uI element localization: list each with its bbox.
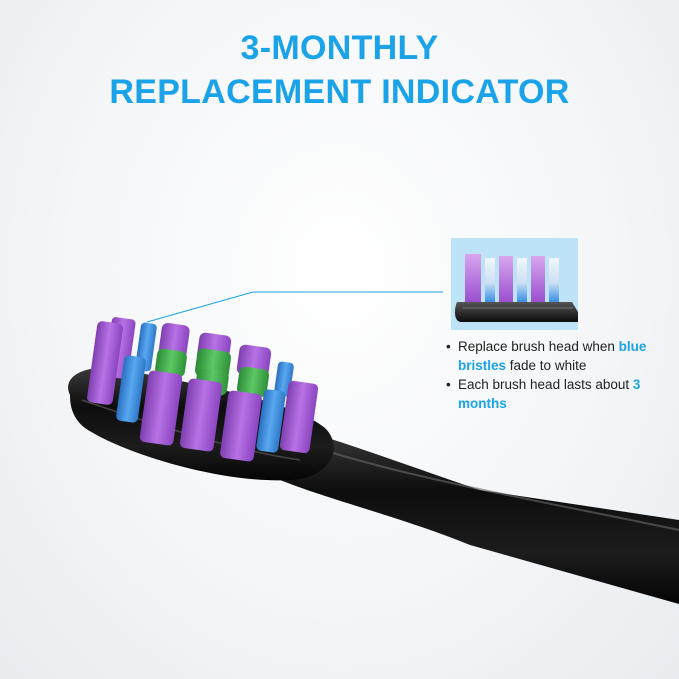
note-highlight: blue bristles xyxy=(458,339,647,373)
headline: 3-MONTHLY REPLACEMENT INDICATOR xyxy=(0,26,679,114)
bristle-detail-illustration xyxy=(454,254,578,322)
headline-line-2: REPLACEMENT INDICATOR xyxy=(109,73,570,111)
note-text: Each brush head lasts about xyxy=(458,377,633,392)
note-fade: Replace brush head when blue bristles fa… xyxy=(446,337,666,375)
note-lifespan: Each brush head lasts about 3 months xyxy=(446,375,666,413)
note-highlight: 3 months xyxy=(458,377,641,411)
brush-neck xyxy=(280,430,679,604)
bristle-detail-inset xyxy=(451,238,578,330)
note-text: fade to white xyxy=(506,358,587,373)
note-text: Replace brush head when xyxy=(458,339,619,354)
indicator-notes: Replace brush head when blue bristles fa… xyxy=(446,337,666,413)
headline-line-1: 3-MONTHLY xyxy=(240,29,439,67)
bristle-tufts xyxy=(87,317,319,462)
